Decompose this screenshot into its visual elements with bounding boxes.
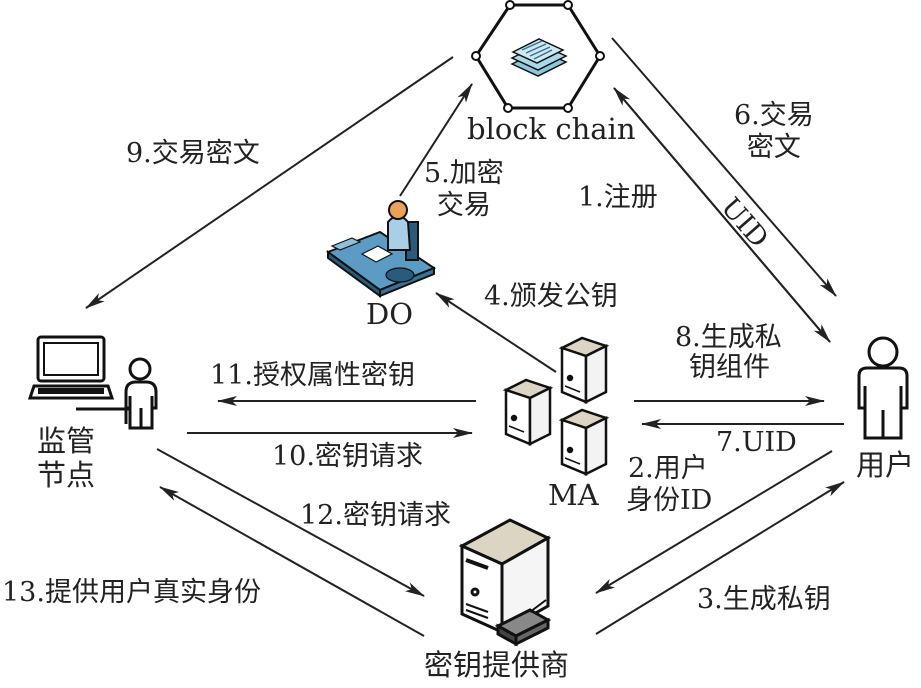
laptop-icon bbox=[27, 335, 115, 400]
ma-servers-icon bbox=[502, 336, 610, 477]
edge-label-2-line2: 身份ID bbox=[626, 485, 713, 516]
arrow-1-uid bbox=[613, 87, 831, 343]
supervisor-label-line2: 节点 bbox=[37, 458, 96, 492]
arrow-3 bbox=[595, 481, 845, 635]
documents-icon bbox=[510, 38, 568, 77]
edge-label-5-line1: 5.加密 bbox=[424, 158, 504, 189]
arrow-13 bbox=[159, 486, 425, 637]
arrow-6 bbox=[611, 37, 837, 297]
edge-label-6: 6.交易 密文 bbox=[734, 100, 814, 164]
edge-label-5: 5.加密 交易 bbox=[424, 158, 504, 222]
edge-label-13: 13.提供用户真实身份 bbox=[2, 577, 261, 608]
edge-label-8-line2: 钥组件 bbox=[689, 352, 770, 383]
user-label: 用户 bbox=[856, 448, 915, 482]
supervisor-label-line1: 监管 bbox=[37, 424, 96, 458]
edge-label-12: 12.密钥请求 bbox=[300, 500, 451, 531]
arrow-12 bbox=[156, 448, 425, 597]
server-icon bbox=[558, 336, 610, 405]
blockchain-label: block chain bbox=[467, 112, 636, 146]
user-person-icon bbox=[857, 336, 909, 440]
edge-label-10: 10.密钥请求 bbox=[272, 441, 423, 472]
edge-label-2-line1: 2.用户 bbox=[628, 453, 708, 484]
edge-label-6-line1: 6.交易 bbox=[734, 100, 814, 131]
arrow-5 bbox=[399, 83, 473, 197]
do-label: DO bbox=[366, 297, 414, 331]
do-desk-icon bbox=[325, 200, 437, 298]
edge-label-7: 7.UID bbox=[716, 427, 797, 458]
edge-label-11: 11.授权属性密钥 bbox=[210, 360, 415, 391]
edge-label-4: 4.颁发公钥 bbox=[484, 281, 618, 312]
server-icon bbox=[558, 408, 610, 477]
arrow-4 bbox=[435, 292, 557, 373]
ma-label: MA bbox=[548, 478, 599, 512]
key-provider-server-icon bbox=[458, 518, 552, 647]
edge-label-9: 9.交易密文 bbox=[126, 138, 260, 169]
edge-label-5-line2: 交易 bbox=[436, 190, 491, 221]
edge-label-3: 3.生成私钥 bbox=[697, 584, 831, 615]
blockchain-icon bbox=[471, 0, 605, 113]
key-provider-label: 密钥提供商 bbox=[424, 648, 570, 682]
edge-label-6-line2: 密文 bbox=[746, 132, 801, 163]
supervisor-person-icon bbox=[124, 357, 158, 430]
arrow-9 bbox=[85, 56, 454, 309]
edge-label-1: 1.注册 bbox=[578, 182, 658, 213]
server-icon bbox=[502, 378, 554, 447]
arrow-2 bbox=[595, 450, 833, 594]
edge-label-8-line1: 8.生成私 bbox=[675, 322, 782, 353]
router-icon bbox=[494, 599, 552, 647]
